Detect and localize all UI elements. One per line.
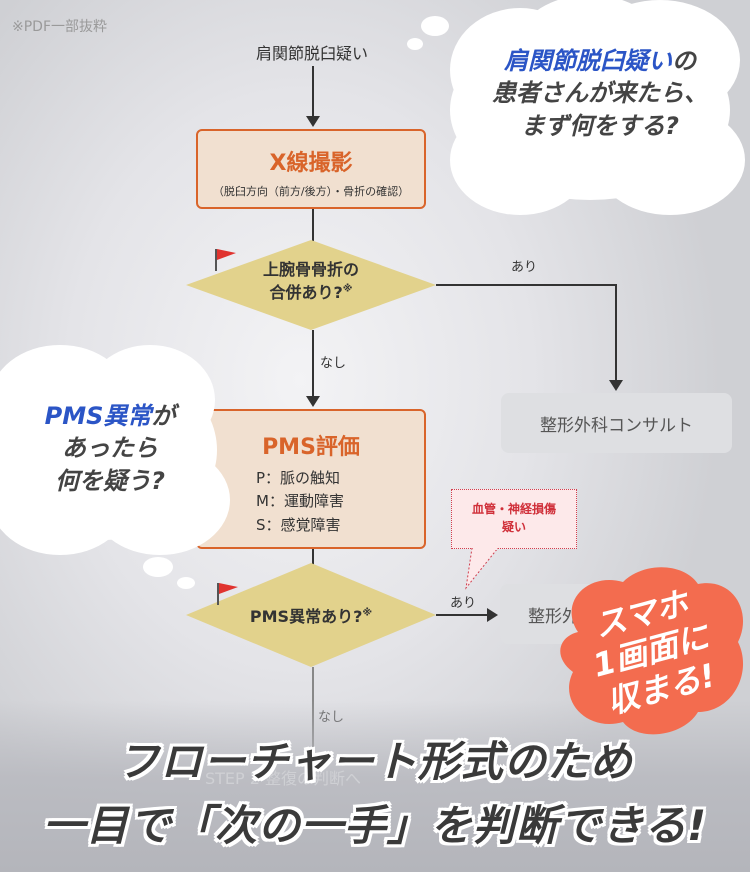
connector: [312, 549, 314, 565]
arrow-down-icon: [306, 116, 320, 127]
xray-subtitle: （脱臼方向（前方/後方）・骨折の確認）: [212, 185, 410, 198]
arrow-down-icon: [306, 396, 320, 407]
decision-pms-text: PMS異常あり?: [249, 607, 363, 626]
connector: [312, 209, 314, 241]
connector: [436, 284, 616, 286]
thought-bubble-small: [407, 16, 449, 50]
vascular-nerve-callout: 血管・神経損傷 疑い: [451, 489, 577, 549]
connector: [312, 330, 314, 397]
badge-burst: [560, 567, 744, 735]
red-flag-icon: [215, 249, 236, 271]
pms-pulse: P：脈の触知: [256, 469, 341, 487]
cloud-top-line1-rest: の: [672, 47, 696, 75]
callout-line1: 血管・神経損傷: [471, 502, 556, 516]
decision-pms-mark: ※: [362, 607, 373, 619]
callout-line2: 疑い: [501, 520, 526, 534]
cloud-top-line3: まず何をする?: [521, 111, 679, 140]
arrow-right-icon: [487, 608, 498, 622]
pms-sensory: S：感覚障害: [256, 515, 341, 534]
bottom-fade: [0, 700, 750, 872]
excerpt-note: ※PDF一部抜粋: [12, 19, 108, 35]
decision-fracture: 上腕骨骨折の 合併あり?※: [186, 240, 436, 330]
connector: [312, 66, 314, 118]
pms-title: PMS評価: [262, 435, 360, 460]
arrow-down-icon: [609, 380, 623, 391]
cloud-left-keyword: PMS異常: [44, 402, 152, 430]
connector: [615, 284, 617, 381]
cloud-left-text: PMS異常が あったら 何を疑う?: [0, 400, 220, 497]
yes-label-1: あり: [511, 260, 538, 275]
thought-bubble-small: [143, 557, 195, 589]
headline-line2: 一目で「次の一手」を判断できる!: [42, 801, 708, 850]
cloud-left-line1-rest: が: [151, 402, 176, 430]
cloud-left-line3: 何を疑う?: [55, 466, 165, 495]
yes-label-2: あり: [450, 596, 477, 611]
decision-pms: PMS異常あり?※: [186, 563, 436, 667]
red-flag-icon: [217, 583, 238, 605]
cloud-top-line2: 患者さんが来たら、: [492, 79, 708, 108]
decision-fracture-line2: 合併あり?: [269, 283, 343, 303]
ortho-consult-box: 整形外科コンサルト: [501, 393, 732, 453]
cloud-top-text: 肩関節脱臼疑いの 患者さんが来たら、 まず何をする?: [470, 45, 730, 142]
decision-fracture-line1: 上腕骨骨折の: [262, 260, 359, 279]
cloud-top-keyword: 肩関節脱臼疑い: [504, 47, 672, 75]
speech-cloud-left: [0, 345, 230, 555]
no-label-1: なし: [320, 356, 347, 371]
speech-cloud-top: [450, 0, 745, 215]
cloud-left-line2: あったら: [62, 434, 158, 463]
pms-motor: M：運動障害: [256, 492, 344, 511]
headline-line1: フローチャート形式のため: [117, 737, 633, 786]
xray-box: X線撮影 （脱臼方向（前方/後方）・骨折の確認）: [196, 129, 426, 209]
callout-pointer: [465, 548, 499, 590]
xray-title: X線撮影: [269, 151, 353, 176]
ortho-consult-label-2: 整形外: [528, 606, 579, 627]
decision-fracture-mark: ※: [342, 283, 353, 295]
flow-start-label: 肩関節脱臼疑い: [255, 44, 368, 63]
next-step-ghost: STEP 2 整復の判断へ: [205, 769, 362, 788]
connector: [436, 614, 488, 616]
